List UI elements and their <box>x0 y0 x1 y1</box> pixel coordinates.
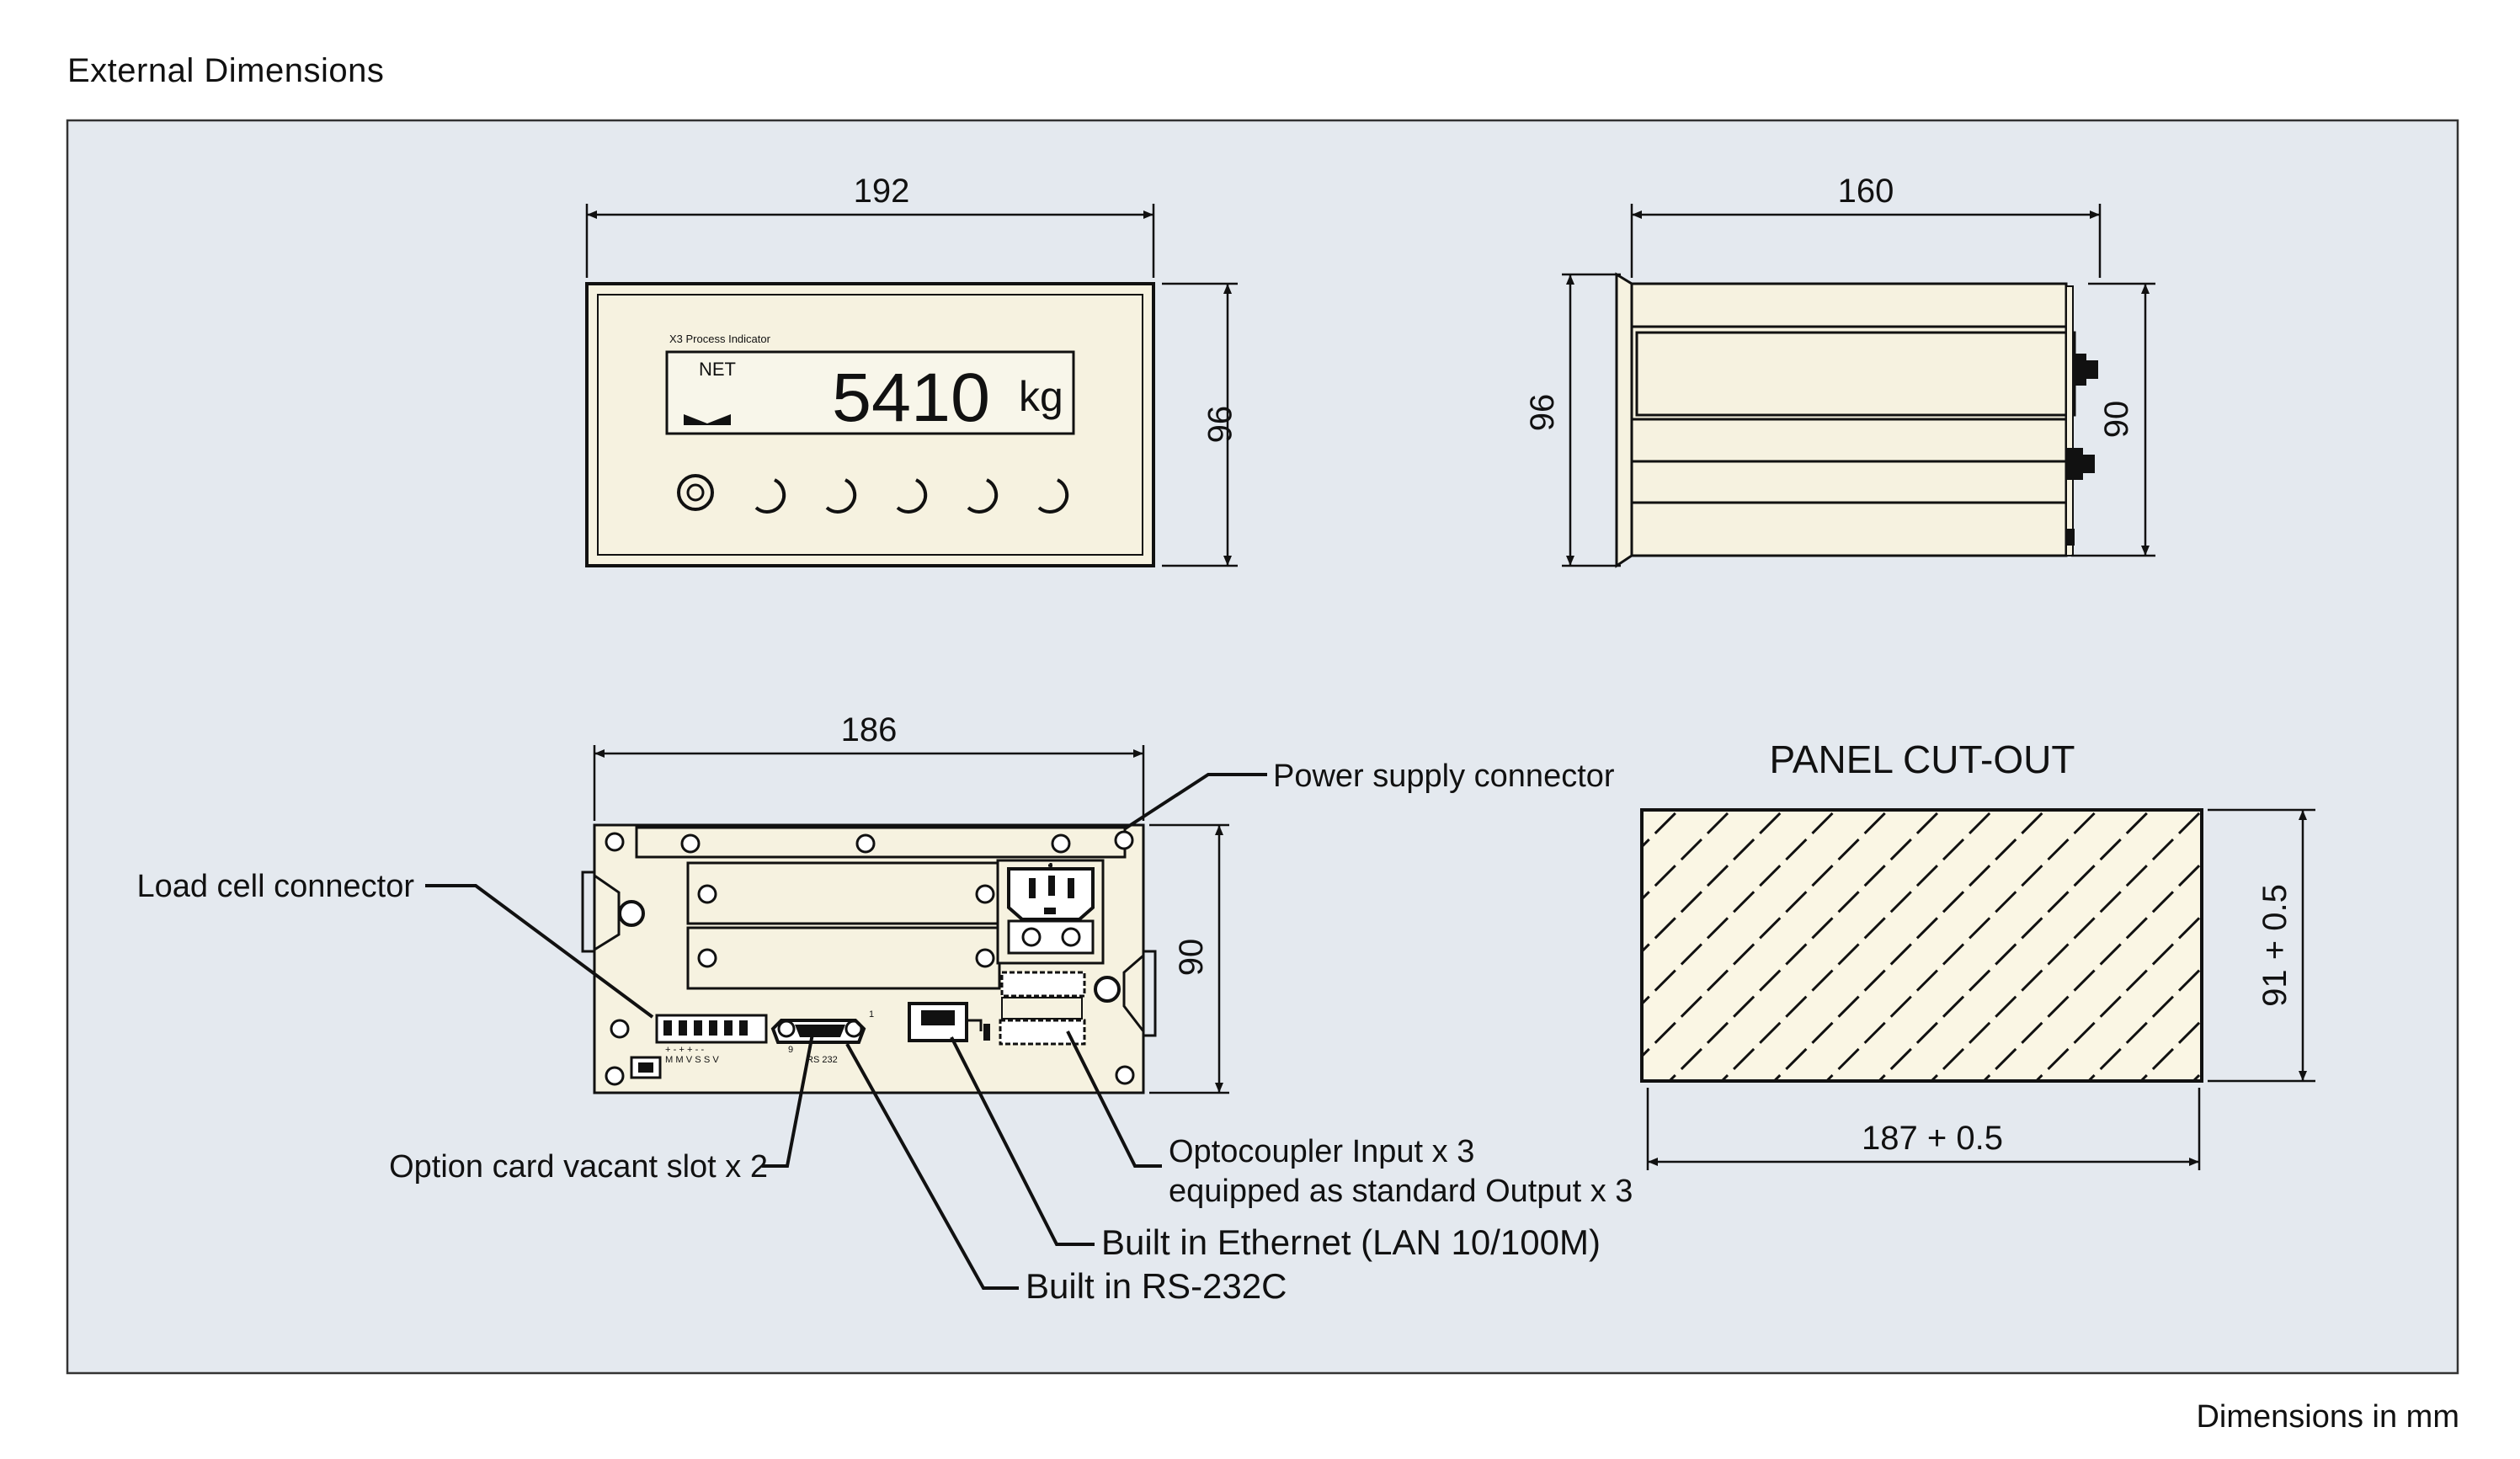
rs232-port-label: RS 232 <box>807 1055 838 1065</box>
units-footnote: Dimensions in mm <box>2196 1399 2459 1435</box>
cutout-width-dimension: 187 + 0.5 <box>1646 1088 2201 1170</box>
power-key-icon <box>677 474 714 511</box>
callout-leaders <box>425 773 1267 1290</box>
option-slot <box>686 926 1001 990</box>
function-key-icon <box>967 478 999 514</box>
weight-unit: kg <box>1019 373 1063 420</box>
stable-indicator-icon <box>684 414 731 425</box>
side-front-height-label: 96 <box>1524 394 1561 432</box>
function-key-icon <box>825 478 857 514</box>
svg-text:1: 1 <box>869 1009 874 1020</box>
power-supply-callout: Power supply connector <box>1273 759 1615 794</box>
function-key-icon <box>1037 478 1069 514</box>
front-width-label: 192 <box>854 173 910 210</box>
weight-reading: 5410 <box>832 359 990 436</box>
svg-text:9: 9 <box>788 1045 793 1055</box>
panel-cutout-title: PANEL CUT-OUT <box>1770 737 2075 781</box>
side-bezel <box>1615 272 1633 568</box>
optocoupler-callout-line1: Optocoupler Input x 3 <box>1169 1134 1474 1169</box>
optocoupler-callout-line2: equipped as standard Output x 3 <box>1169 1174 1633 1209</box>
side-terminal-knob <box>2066 448 2083 480</box>
rear-height-label: 90 <box>1173 939 1210 977</box>
side-terminal-knob <box>2075 354 2086 386</box>
model-label: X3 Process Indicator <box>669 333 771 345</box>
side-depth-dimension: 160 <box>1630 173 2102 278</box>
lcd-display <box>665 350 1075 435</box>
front-keys <box>677 474 1069 514</box>
option-slot-callout: Option card vacant slot x 2 <box>389 1149 768 1185</box>
rear-height-dimension: 90 <box>1149 823 1229 1094</box>
rs232-callout: Built in RS-232C <box>1026 1266 1287 1306</box>
optocoupler-terminal <box>1000 971 1086 998</box>
side-view: 160 96 90 <box>1524 173 2155 568</box>
load-cell-callout: Load cell connector <box>136 869 414 904</box>
front-height-dimension: 96 <box>1162 282 1238 567</box>
ethernet-callout: Built in Ethernet (LAN 10/100M) <box>1101 1222 1601 1262</box>
function-key-icon <box>754 478 786 514</box>
rear-width-label: 186 <box>841 711 898 748</box>
front-view: 192 X3 Process Indicator NET 5410 kg 96 <box>585 173 1238 567</box>
cutout-hatched-area <box>1640 808 2203 1083</box>
load-cell-pin-labels: + - + + - -M M V S S V <box>665 1045 719 1065</box>
rear-mounting-ear <box>581 871 594 953</box>
cutout-width-label: 187 + 0.5 <box>1862 1120 2003 1157</box>
rear-width-dimension: 186 <box>593 711 1145 821</box>
rear-view: 186 <box>136 711 1633 1306</box>
rear-mounting-ear <box>1143 950 1157 1037</box>
front-height-label: 96 <box>1201 406 1238 444</box>
cutout-height-label: 91 + 0.5 <box>2256 884 2294 1007</box>
side-body-height-label: 90 <box>2098 401 2135 439</box>
rear-screws <box>605 830 1135 1086</box>
ethernet-port <box>908 1002 968 1042</box>
net-indicator: NET <box>699 359 736 380</box>
panel-cutout: PANEL CUT-OUT 187 + 0.5 91 + 0.5 <box>1640 737 2315 1170</box>
option-slot <box>686 861 1001 925</box>
side-front-height-dimension: 96 <box>1524 273 1621 567</box>
cutout-height-dimension: 91 + 0.5 <box>2208 808 2315 1083</box>
front-width-dimension: 192 <box>585 173 1155 278</box>
side-body-height-dimension: 90 <box>2071 282 2155 557</box>
side-depth-label: 160 <box>1838 173 1894 210</box>
function-key-icon <box>896 478 928 514</box>
page-title: External Dimensions <box>67 52 385 89</box>
